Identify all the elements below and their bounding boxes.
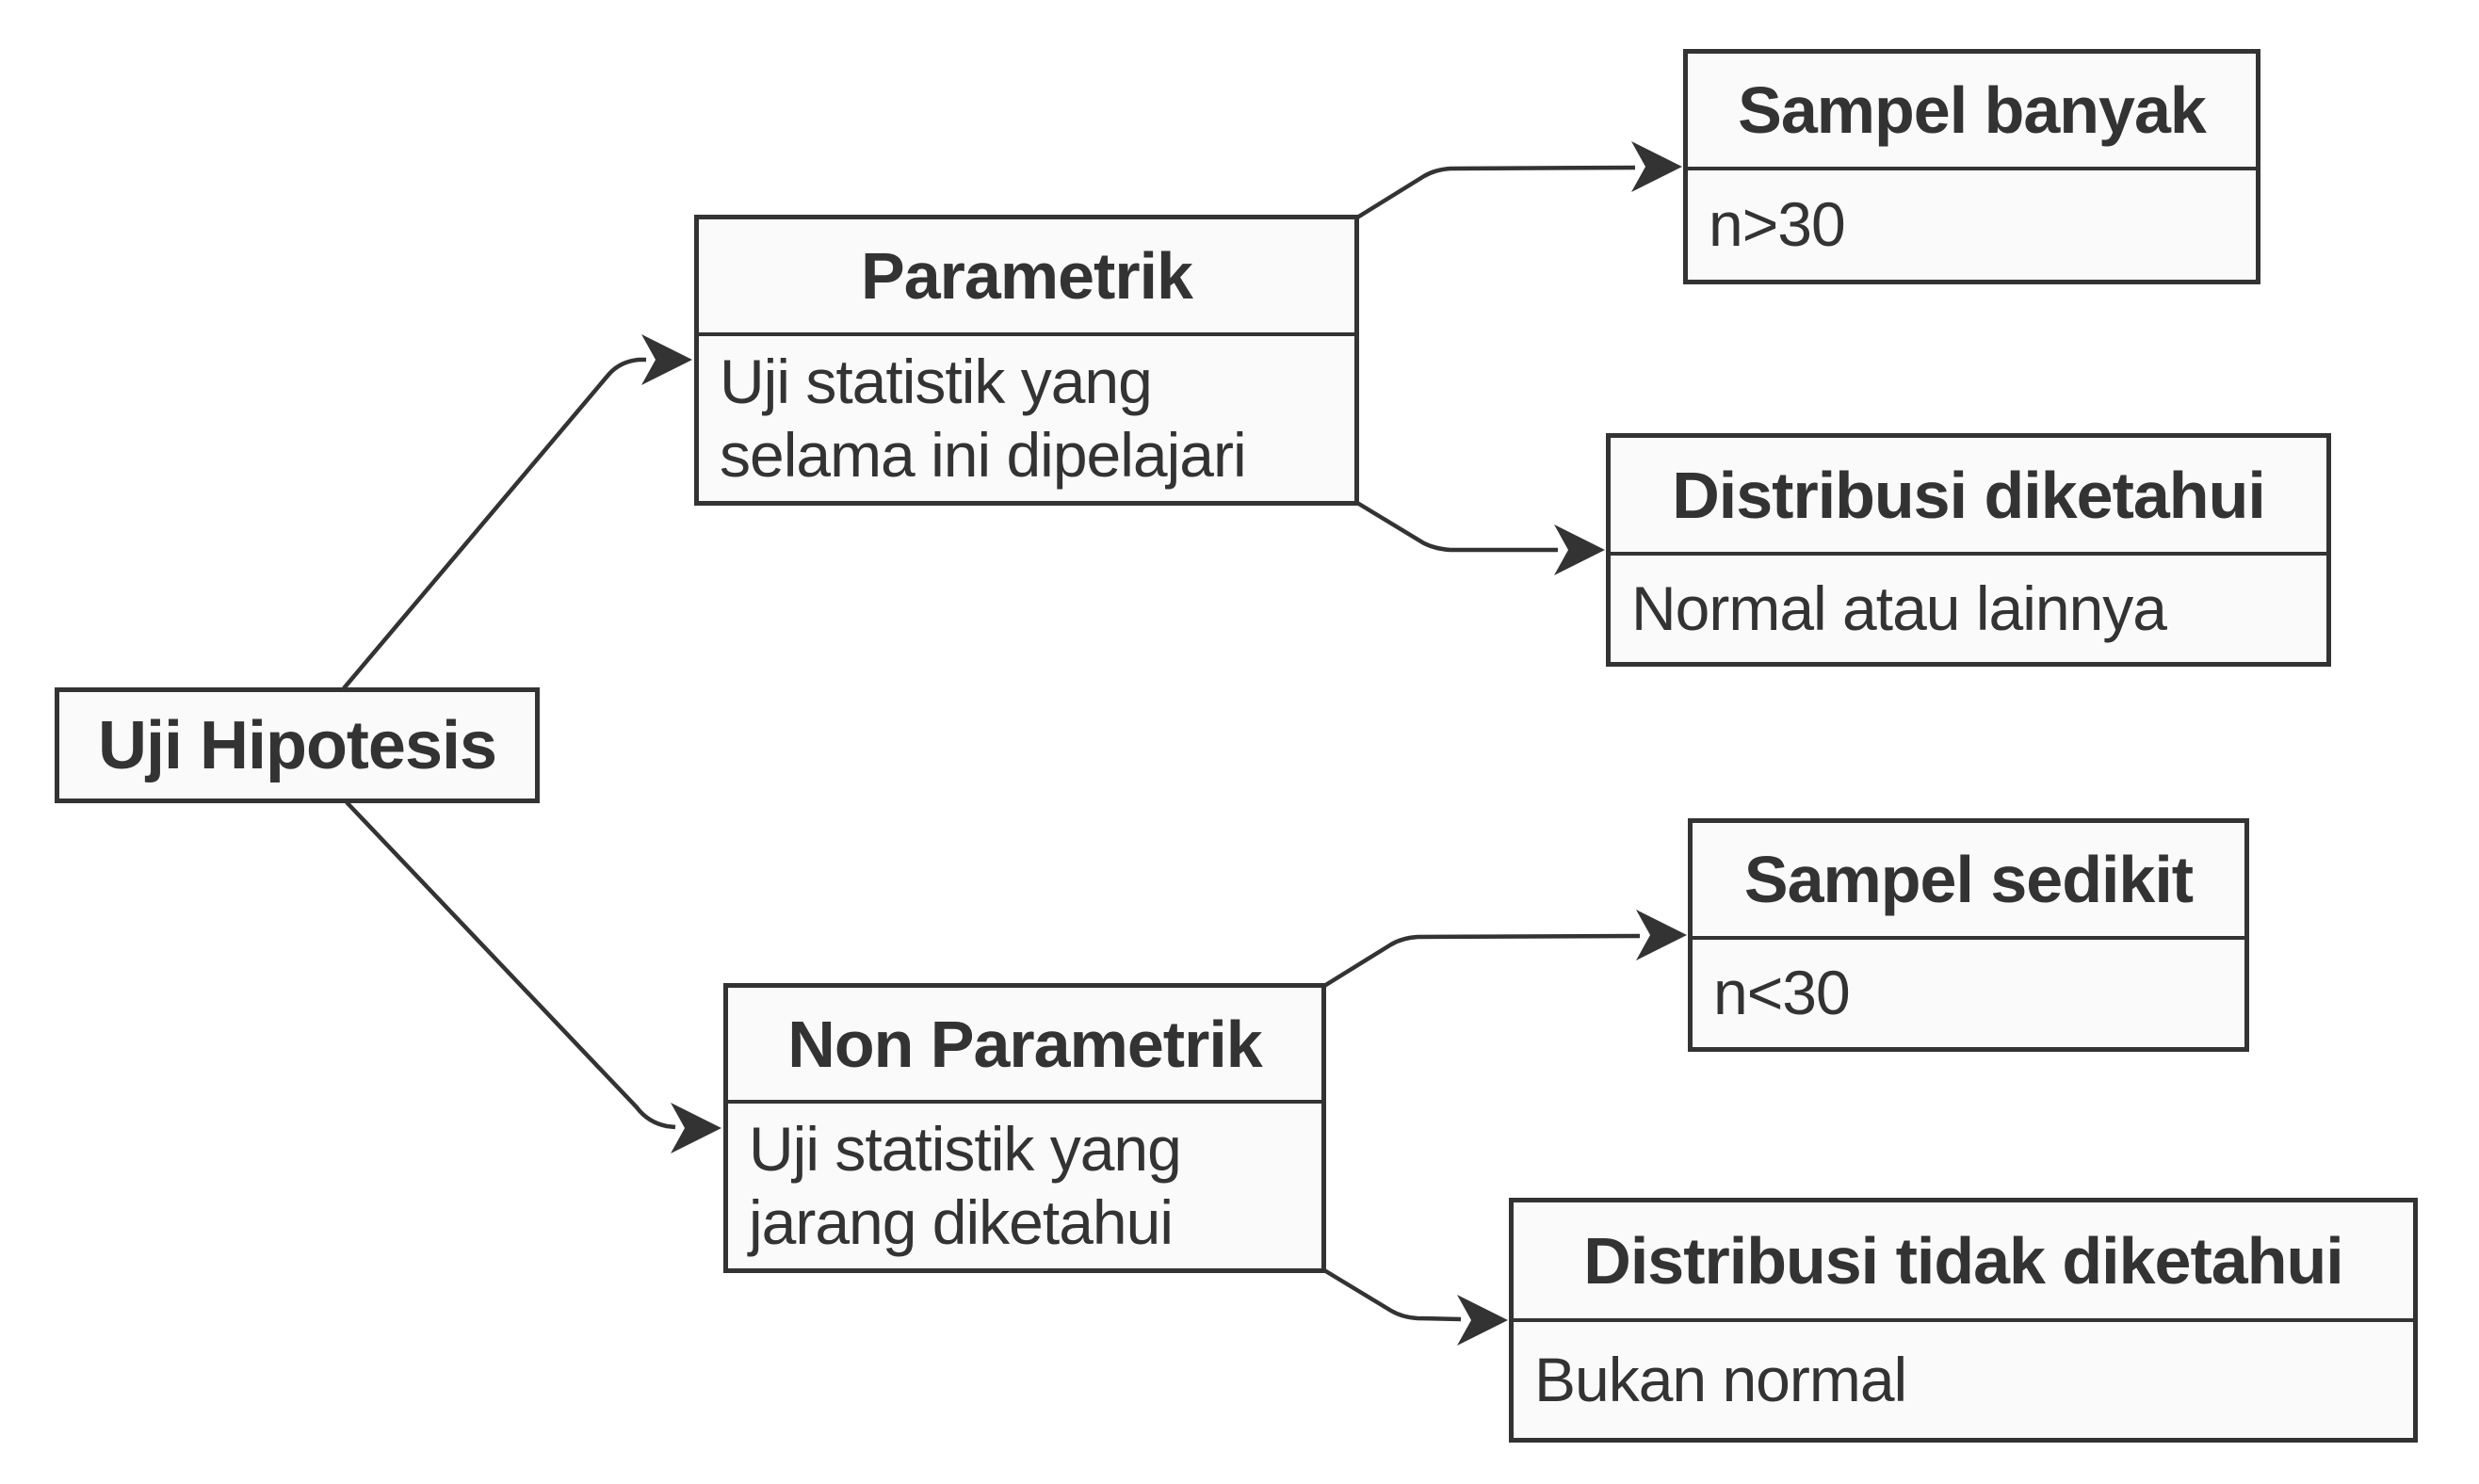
arrowhead-parametrik-to-sampel-banyak-icon: [1631, 141, 1682, 192]
arrowhead-uji-hipotesis-to-parametrik-icon: [641, 334, 692, 385]
edge-uji-hipotesis-to-parametrik: [342, 357, 646, 690]
node-distribusi-diketahui-body: Normal atau lainnya: [1631, 573, 2167, 643]
node-non-parametrik: Non Parametrik Uji statistik yang jarang…: [723, 983, 1326, 1273]
arrowhead-parametrik-to-distribusi-diketahui-icon: [1554, 524, 1605, 575]
node-non-parametrik-body: Uji statistik yang jarang diketahui: [749, 1113, 1182, 1257]
node-sampel-sedikit: Sampel sedikit n<30: [1688, 818, 2249, 1052]
node-sampel-sedikit-title: Sampel sedikit: [1693, 823, 2244, 940]
node-parametrik-body: Uji statistik yang selama ini dipelajari: [720, 346, 1247, 490]
node-distribusi-diketahui: Distribusi diketahui Normal atau lainnya: [1606, 433, 2331, 667]
node-distribusi-tidak-diketahui: Distribusi tidak diketahui Bukan normal: [1509, 1198, 2418, 1443]
node-uji-hipotesis: Uji Hipotesis: [55, 687, 540, 803]
edge-parametrik-to-sampel-banyak: [1355, 165, 1636, 219]
node-parametrik: Parametrik Uji statistik yang selama ini…: [694, 215, 1359, 506]
node-distribusi-diketahui-title: Distribusi diketahui: [1611, 438, 2326, 556]
node-sampel-banyak-title: Sampel banyak: [1688, 54, 2256, 170]
node-parametrik-title: Parametrik: [699, 219, 1354, 336]
node-uji-hipotesis-label: Uji Hipotesis: [97, 707, 497, 783]
arrowhead-non-parametrik-to-sampel-sedikit-icon: [1636, 910, 1687, 960]
node-distribusi-tidak-diketahui-title: Distribusi tidak diketahui: [1514, 1202, 2413, 1322]
arrowhead-uji-hipotesis-to-non-parametrik-icon: [671, 1103, 721, 1153]
node-sampel-banyak-body: n>30: [1709, 189, 1846, 260]
edge-non-parametrik-to-sampel-sedikit: [1322, 933, 1641, 988]
edge-parametrik-to-distribusi-diketahui: [1355, 501, 1558, 553]
node-distribusi-tidak-diketahui-body: Bukan normal: [1534, 1344, 1907, 1414]
node-non-parametrik-title: Non Parametrik: [728, 988, 1321, 1104]
edge-non-parametrik-to-distribusi-tidak-diketahui: [1322, 1268, 1462, 1322]
arrowhead-non-parametrik-to-distribusi-tidak-diketahui-icon: [1457, 1295, 1508, 1346]
node-sampel-banyak: Sampel banyak n>30: [1683, 49, 2260, 284]
node-sampel-sedikit-body: n<30: [1713, 958, 1851, 1028]
edge-uji-hipotesis-to-non-parametrik: [345, 800, 676, 1130]
